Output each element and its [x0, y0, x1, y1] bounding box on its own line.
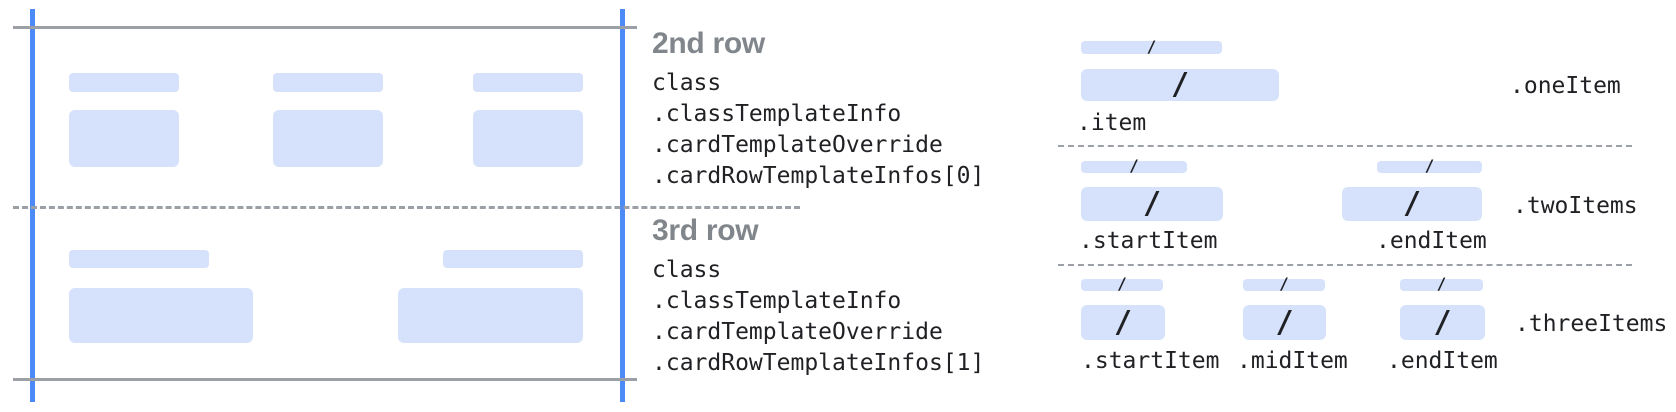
card-bottom-edge-guide — [13, 378, 637, 381]
item-value-bar: / — [1342, 187, 1482, 221]
item-label-bar: / — [1377, 156, 1482, 175]
path-line: .classTemplateInfo — [652, 288, 902, 314]
item-value-bar: / — [1081, 69, 1279, 101]
layout-name-label: .oneItem — [1510, 73, 1621, 99]
path-line: .classTemplateInfo — [652, 101, 902, 127]
path-line: .cardRowTemplateInfos[1] — [652, 350, 985, 376]
item-caption: .item — [1077, 110, 1147, 136]
item-label-bar: / — [1400, 274, 1483, 293]
separator-slash-icon: / — [1129, 156, 1139, 175]
item-caption: .endItem — [1376, 228, 1487, 254]
separator-slash-icon: / — [1279, 274, 1289, 293]
separator-slash-icon: / — [1436, 274, 1447, 293]
field-value-bar — [69, 110, 179, 167]
path-line: .cardRowTemplateInfos[0] — [652, 163, 985, 189]
field-label-bar — [69, 250, 209, 268]
separator-slash-icon: / — [1146, 36, 1157, 56]
field-label-bar — [473, 73, 583, 92]
third-row-heading: 3rd row — [652, 214, 759, 247]
layout-divider-dashed-line — [1058, 145, 1632, 147]
path-line: .cardTemplateOverride — [652, 319, 943, 345]
item-label-bar: / — [1081, 36, 1222, 56]
item-caption: .startItem — [1079, 228, 1218, 254]
item-value-bar: / — [1081, 187, 1223, 221]
item-caption: .startItem — [1081, 348, 1220, 374]
card-top-edge-guide — [13, 26, 637, 29]
second-row-path-block: 2nd row class .classTemplateInfo .cardTe… — [652, 26, 1072, 192]
path-line: .cardTemplateOverride — [652, 132, 943, 158]
separator-slash-icon: / — [1402, 186, 1422, 221]
layout-name-label: .threeItems — [1515, 311, 1668, 337]
second-row-heading: 2nd row — [652, 27, 765, 60]
separator-slash-icon: / — [1170, 67, 1190, 102]
field-value-bar — [398, 288, 583, 343]
path-line: class — [652, 257, 722, 283]
item-value-bar: / — [1400, 305, 1485, 340]
field-value-bar — [473, 110, 583, 167]
field-label-bar — [69, 73, 179, 92]
item-value-bar: / — [1243, 305, 1326, 340]
separator-slash-icon: / — [1117, 274, 1127, 293]
field-value-bar — [69, 288, 253, 343]
field-value-bar — [273, 110, 383, 167]
separator-slash-icon: / — [1142, 186, 1162, 221]
separator-slash-icon: / — [1275, 304, 1294, 340]
third-row-path-block: 3rd row class .classTemplateInfo .cardTe… — [652, 213, 1072, 379]
row-divider-dashed-line — [13, 206, 800, 209]
separator-slash-icon: / — [1433, 304, 1452, 340]
separator-slash-icon: / — [1113, 304, 1133, 340]
field-label-bar — [273, 73, 383, 92]
item-caption: .endItem — [1387, 348, 1498, 374]
card-left-edge-guide — [30, 9, 35, 402]
layout-name-label: .twoItems — [1513, 193, 1638, 219]
path-line: class — [652, 70, 722, 96]
item-label-bar: / — [1243, 274, 1325, 293]
item-label-bar: / — [1081, 274, 1163, 293]
card-right-edge-guide — [620, 9, 625, 402]
layout-divider-dashed-line — [1058, 264, 1632, 266]
item-caption: .midItem — [1237, 348, 1348, 374]
field-label-bar — [443, 250, 583, 268]
item-value-bar: / — [1081, 305, 1165, 340]
item-label-bar: / — [1081, 156, 1187, 175]
separator-slash-icon: / — [1424, 156, 1435, 175]
